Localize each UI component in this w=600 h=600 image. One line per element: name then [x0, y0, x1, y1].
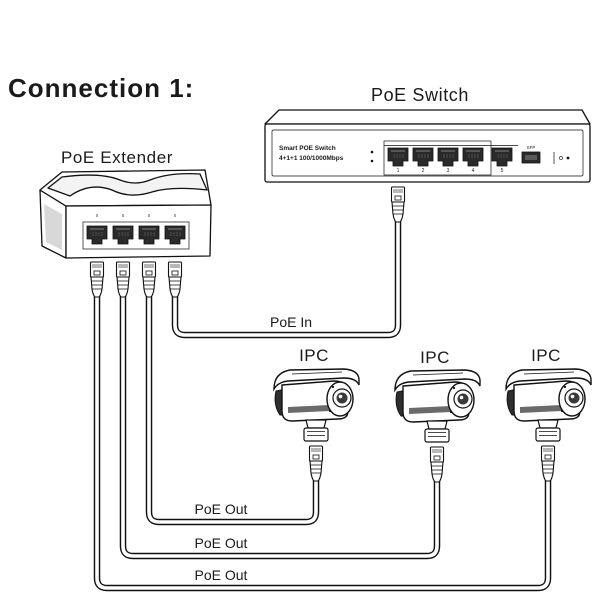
cable-outline	[93, 296, 552, 592]
link-label-poe-in: PoE In	[270, 314, 312, 330]
switch-top-face	[264, 109, 591, 125]
cable-core	[121, 296, 439, 558]
switch-poe-port-group	[383, 140, 492, 176]
rj45-plug-switch	[390, 186, 406, 223]
camera-1	[273, 368, 360, 442]
cable-poe-out-3	[93, 296, 552, 592]
cable-core	[95, 296, 550, 590]
cable-core	[173, 221, 400, 337]
cable-poe-out-2	[119, 296, 441, 560]
link-label-poe-out-3: PoE Out	[195, 567, 248, 583]
switch-sfp-label: SFP	[527, 145, 536, 150]
switch-label: PoE Switch	[371, 85, 469, 105]
switch-port-number: 3	[447, 168, 450, 174]
camera-2	[394, 369, 481, 443]
extender-top-cover	[47, 172, 208, 197]
rj45-plug-extender-4	[167, 261, 183, 298]
poe-switch: Smart POE Switch 4+1+1 100/1000Mbps 1 2 …	[264, 109, 591, 183]
extender-left-shade	[44, 204, 62, 250]
extender-port-frame	[82, 221, 190, 250]
extender-front-face	[65, 204, 212, 259]
switch-indicator-icon	[566, 156, 570, 160]
switch-indicator-icon	[559, 156, 563, 160]
rj45-plug-extender-2	[115, 261, 131, 298]
rj45-plug-camera-2	[429, 446, 445, 483]
camera-label-3: IPC	[531, 346, 561, 365]
camera-label-1: IPC	[299, 346, 329, 365]
rj45-plug-extender-1	[89, 261, 105, 298]
link-label-poe-out-1: PoE Out	[195, 501, 248, 517]
link-label-poe-out-2: PoE Out	[195, 535, 248, 551]
extender-label: PoE Extender	[61, 148, 173, 167]
switch-port-number: 5	[501, 168, 504, 174]
cable-poe-in	[171, 221, 402, 339]
switch-sfp-inner	[525, 155, 537, 160]
switch-model-name: Smart POE Switch	[279, 145, 336, 152]
rj45-plug-camera-3	[540, 445, 556, 482]
switch-port-number: 4	[472, 168, 475, 174]
switch-model-spec: 4+1+1 100/1000Mbps	[279, 155, 344, 162]
cable-poe-out-1	[145, 296, 320, 526]
diagram-title: Connection 1:	[8, 73, 194, 103]
poe-extender	[39, 169, 212, 259]
camera-label-2: IPC	[420, 348, 450, 367]
rj45-plug-camera-1	[308, 445, 324, 482]
rj45-plug-extender-3	[141, 261, 157, 298]
switch-front-panel	[271, 129, 584, 177]
switch-led-icon	[370, 150, 374, 154]
extender-port-ticks	[96, 214, 176, 217]
switch-port-number: 2	[422, 168, 425, 174]
camera-3	[505, 368, 592, 442]
cable-core	[147, 296, 318, 524]
switch-led-icon	[370, 159, 374, 163]
switch-port-number: 1	[397, 168, 400, 174]
